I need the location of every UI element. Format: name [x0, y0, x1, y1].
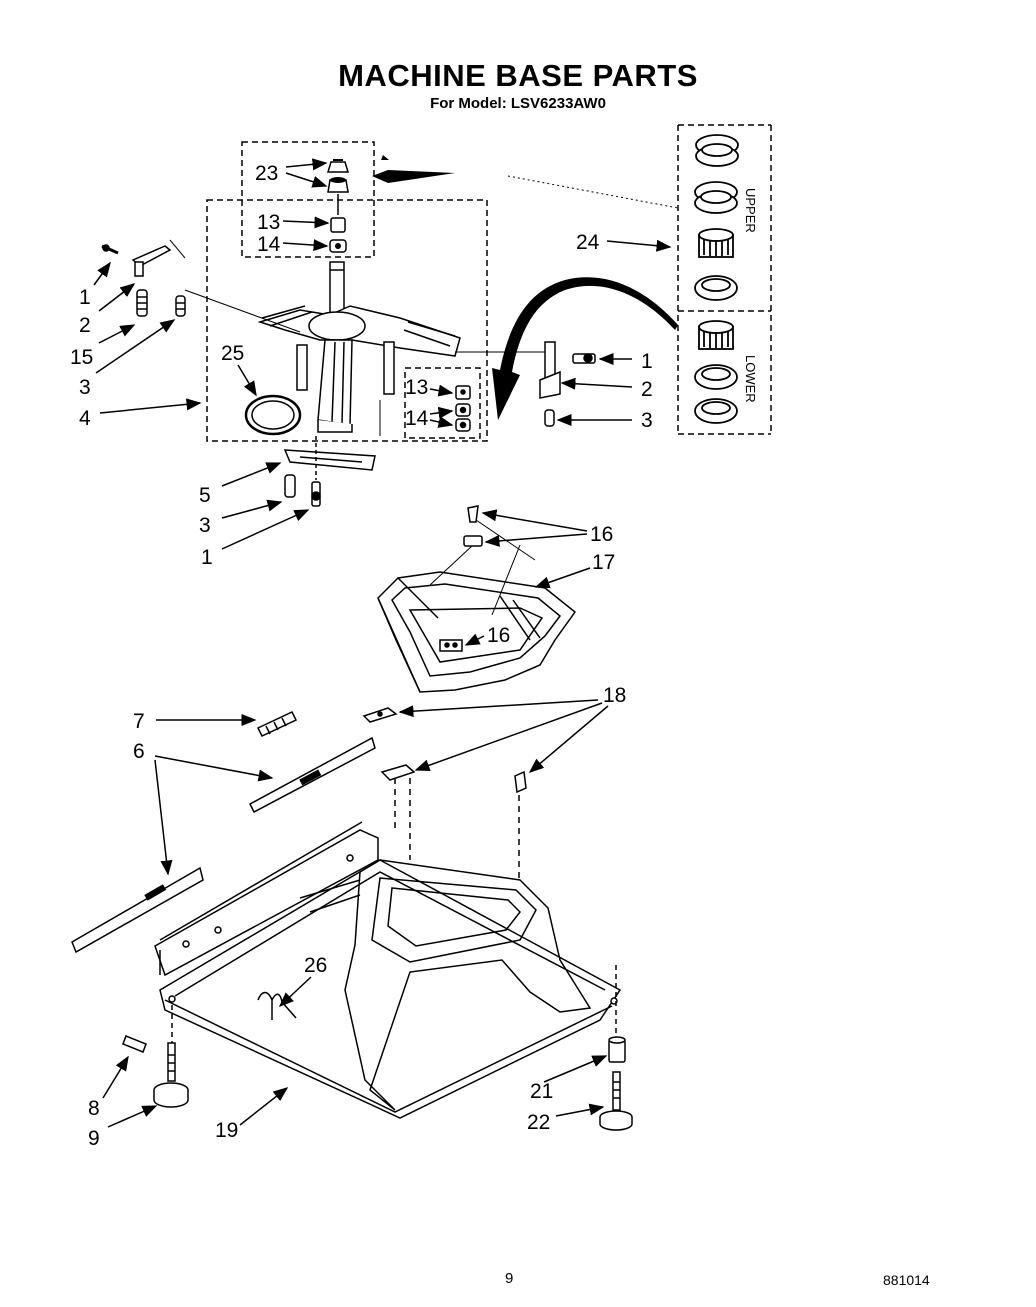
- callout-24: 24: [576, 231, 600, 254]
- document-code: 881014: [883, 1272, 930, 1288]
- seal-ring-25: [244, 394, 302, 436]
- left-bracket-hardware: [101, 244, 186, 317]
- upper-washer: [694, 275, 738, 301]
- lower-bracket-5: [283, 436, 376, 507]
- callout-labels: 23 13 14 1 2 15 3 4 25 24 1 2 3 13 14 5 …: [70, 162, 653, 1150]
- callout-19: 19: [215, 1119, 238, 1142]
- callout-13-upper: 13: [257, 211, 280, 234]
- callout-7: 7: [133, 710, 145, 733]
- gearcase-dashed-box: [206, 199, 488, 442]
- callout-15: 15: [70, 346, 93, 369]
- callout-16-upper: 16: [590, 523, 613, 546]
- callout-14-upper: 14: [257, 233, 281, 256]
- washer-14-upper: [329, 239, 347, 253]
- callout-9: 9: [88, 1127, 100, 1150]
- lower-section-label: LOWER: [743, 355, 758, 403]
- callout-25: 25: [221, 342, 244, 365]
- leader-lines: [93, 158, 672, 1128]
- callout-6: 6: [133, 740, 145, 763]
- clip-18-parts: [362, 707, 527, 880]
- callout-17: 17: [592, 551, 615, 574]
- bearing-13-upper: [330, 217, 346, 233]
- callout-1-right: 1: [641, 350, 653, 373]
- callout-1-lower: 1: [201, 546, 213, 569]
- upper-bearing: [698, 228, 734, 258]
- callout-2-right: 2: [641, 378, 653, 401]
- callout-3-left: 3: [79, 376, 91, 399]
- right-bracket-hardware: [539, 341, 596, 427]
- lower-washer-2: [694, 398, 738, 424]
- drive-shaft-spider: [257, 261, 461, 433]
- seal-part-23-lower: [327, 177, 349, 193]
- upper-seal-ring-2: [694, 181, 738, 214]
- leveling-foot-left: [122, 1035, 189, 1108]
- lower-washer-1: [694, 364, 738, 390]
- callout-4: 4: [79, 407, 91, 430]
- seal-kit-24-box: UPPER LOWER: [507, 124, 772, 435]
- callout-3-right: 3: [641, 409, 653, 432]
- page-title: MACHINE BASE PARTS: [338, 58, 698, 93]
- seal-part-23-upper: [326, 159, 350, 173]
- callout-26: 26: [304, 954, 327, 977]
- frame-17-assembly: [377, 505, 577, 693]
- callout-8: 8: [88, 1097, 100, 1120]
- snubber-parts-lower: [455, 385, 471, 432]
- upper-seal-ring-1: [695, 134, 739, 167]
- callout-13-lower: 13: [405, 376, 428, 399]
- callout-22: 22: [527, 1111, 550, 1134]
- callout-14-lower: 14: [405, 407, 429, 430]
- machine-base-19: [154, 821, 622, 1119]
- callout-16-lower: 16: [487, 624, 510, 647]
- spring-7: [256, 711, 298, 737]
- callout-3-lower: 3: [199, 514, 211, 537]
- rail-6-lower: [71, 866, 204, 954]
- large-pointer-arrow: [372, 170, 455, 183]
- rail-6-upper: [249, 736, 376, 814]
- snubber-dashed-box: [404, 367, 481, 439]
- page-number: 9: [505, 1270, 514, 1287]
- callout-21: 21: [530, 1080, 553, 1103]
- callout-1-left: 1: [79, 286, 91, 309]
- callout-5: 5: [199, 484, 211, 507]
- upper-section-label: UPPER: [743, 188, 758, 233]
- seal-kit-dashed-box: [241, 141, 375, 258]
- lower-bearing: [698, 320, 734, 350]
- callout-23: 23: [255, 162, 278, 185]
- callout-2-left: 2: [79, 314, 91, 337]
- callout-18: 18: [603, 684, 626, 707]
- top-assembly-group: [101, 141, 678, 507]
- leveling-foot-right: [599, 1036, 633, 1131]
- model-subtitle: For Model: LSV6233AW0: [430, 95, 606, 112]
